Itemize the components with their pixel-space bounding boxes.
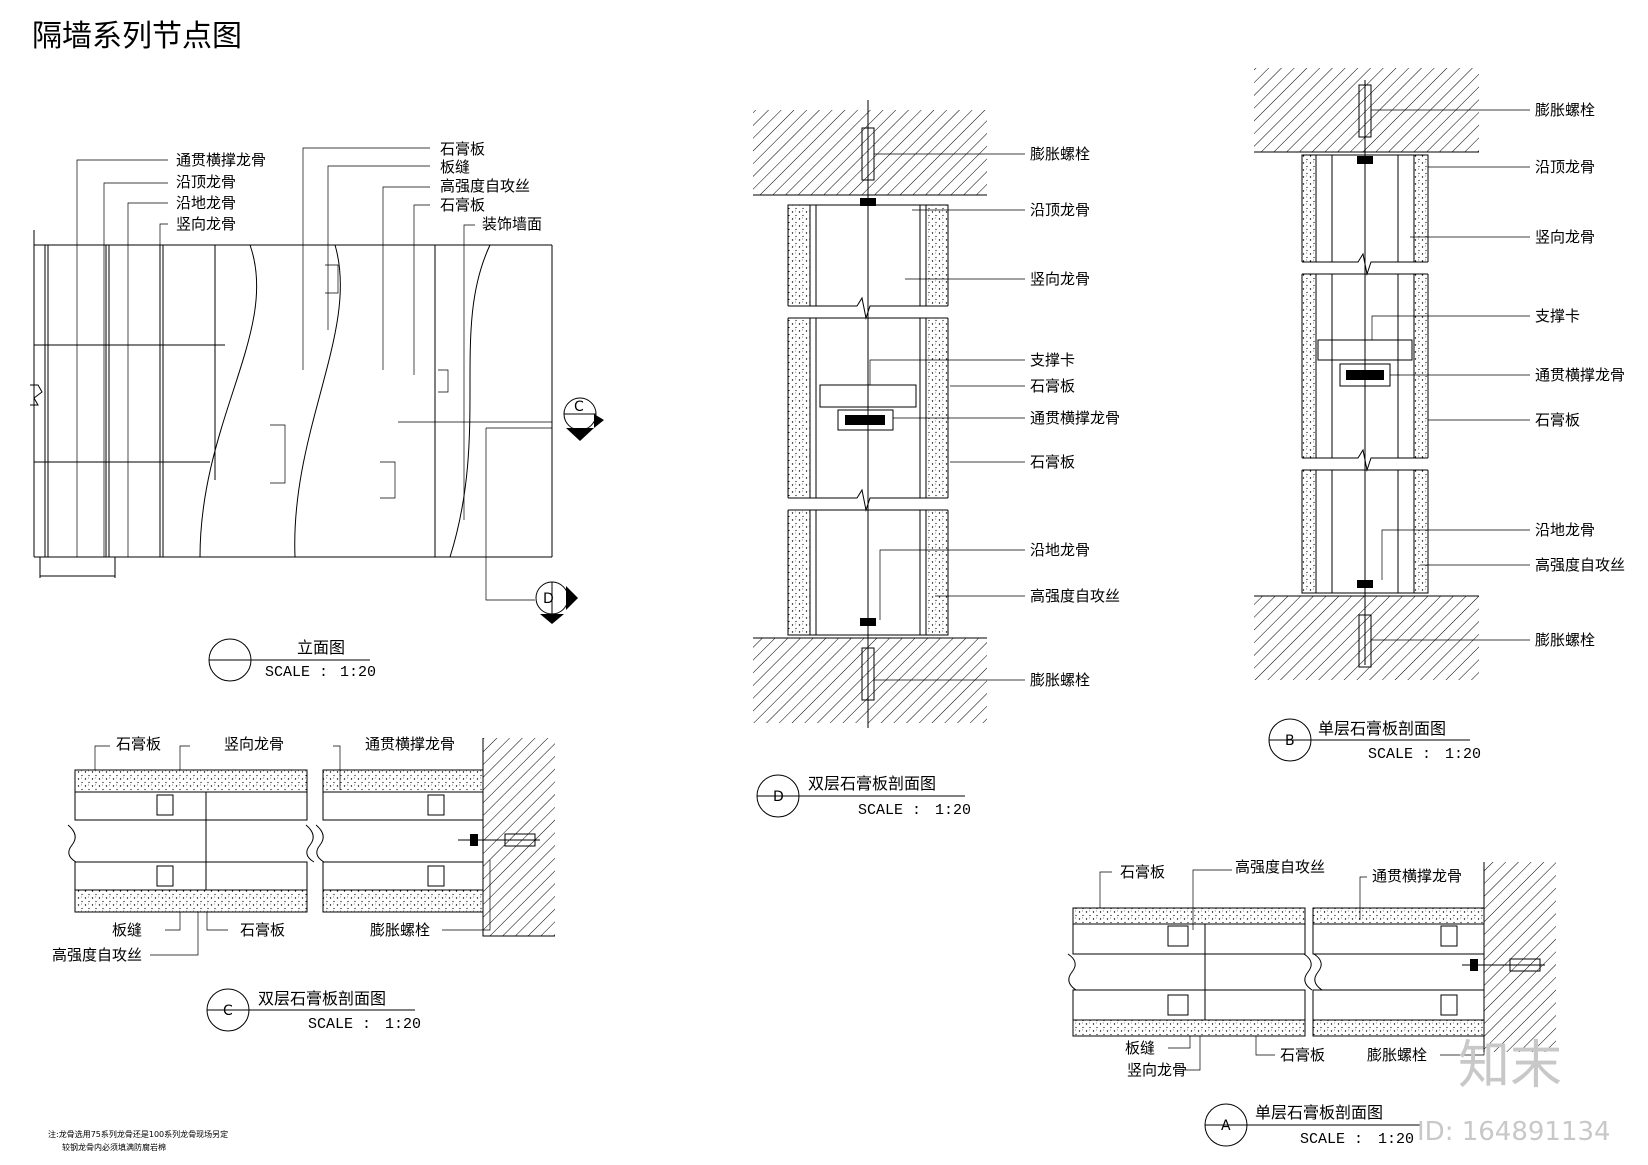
d-label-anchor-bottom: 膨胀螺栓 xyxy=(1030,671,1090,689)
svg-text:B: B xyxy=(1285,733,1295,749)
a-label-anchor: 膨胀螺栓 xyxy=(1367,1046,1427,1064)
elev-label-top-track: 沿顶龙骨 xyxy=(176,173,236,191)
b-label-anchor-bottom: 膨胀螺栓 xyxy=(1535,631,1595,649)
d-label-stud: 竖向龙骨 xyxy=(1030,270,1090,288)
d-label-clip: 支撑卡 xyxy=(1030,351,1075,369)
a-label-screw: 高强度自攻丝 xyxy=(1235,858,1325,876)
section-marker-c[interactable]: C xyxy=(563,397,604,441)
detail-b-caption: B 单层石膏板剖面图 SCALE : 1:20 xyxy=(1268,718,1481,763)
d-label-anchor-top: 膨胀螺栓 xyxy=(1030,145,1090,163)
c-label-gypsum-bottom: 石膏板 xyxy=(240,921,285,939)
svg-text:注:龙骨选用75系列龙骨还是100系列龙骨现场另定: 注:龙骨选用75系列龙骨还是100系列龙骨现场另定 xyxy=(48,1129,228,1139)
elevation-caption: 立面图 SCALE : 1:20 xyxy=(208,638,376,682)
b-label-brace: 通贯横撑龙骨 xyxy=(1535,366,1625,384)
watermark-logo: 知末 xyxy=(1458,1036,1562,1096)
detail-a-caption: A 单层石膏板剖面图 SCALE : 1:20 xyxy=(1204,1103,1420,1148)
svg-text:双层石膏板剖面图: 双层石膏板剖面图 xyxy=(808,774,936,793)
elev-label-gypsum-1: 石膏板 xyxy=(440,140,485,158)
elev-label-seam: 板缝 xyxy=(440,158,470,176)
b-label-floor-track: 沿地龙骨 xyxy=(1535,521,1595,539)
d-label-top-track: 沿顶龙骨 xyxy=(1030,201,1090,219)
detail-b: 膨胀螺栓 沿顶龙骨 竖向龙骨 支撑卡 通贯横撑龙骨 石膏板 沿地龙骨 高强度自攻… xyxy=(1254,68,1625,763)
svg-text:1:20: 1:20 xyxy=(385,1016,421,1033)
watermark: 知末 ID: 164891134 xyxy=(1417,1036,1611,1147)
c-label-gypsum-top: 石膏板 xyxy=(116,735,161,753)
b-label-screw: 高强度自攻丝 xyxy=(1535,556,1625,574)
svg-text:SCALE :: SCALE : xyxy=(265,664,328,681)
svg-text:SCALE :: SCALE : xyxy=(1300,1131,1363,1148)
c-label-stud: 竖向龙骨 xyxy=(224,735,284,753)
b-label-clip: 支撑卡 xyxy=(1535,307,1580,325)
a-label-gypsum-bottom: 石膏板 xyxy=(1280,1046,1325,1064)
d-label-brace: 通贯横撑龙骨 xyxy=(1030,409,1120,427)
a-label-brace: 通贯横撑龙骨 xyxy=(1372,867,1462,885)
elev-label-gypsum-2: 石膏板 xyxy=(440,196,485,214)
elev-label-floor-track: 沿地龙骨 xyxy=(176,194,236,212)
d-label-screw: 高强度自攻丝 xyxy=(1030,587,1120,605)
svg-text:C: C xyxy=(223,1003,233,1019)
section-marker-d[interactable]: D xyxy=(535,581,578,624)
svg-text:较钢龙骨内必须填满防腐岩棉: 较钢龙骨内必须填满防腐岩棉 xyxy=(62,1142,166,1152)
svg-text:1:20: 1:20 xyxy=(1378,1131,1414,1148)
svg-text:1:20: 1:20 xyxy=(340,664,376,681)
b-label-gypsum: 石膏板 xyxy=(1535,411,1580,429)
watermark-id: ID: 164891134 xyxy=(1417,1117,1611,1147)
b-label-anchor-top: 膨胀螺栓 xyxy=(1535,101,1595,119)
d-label-gypsum-1: 石膏板 xyxy=(1030,377,1075,395)
svg-text:1:20: 1:20 xyxy=(1445,746,1481,763)
c-label-brace: 通贯横撑龙骨 xyxy=(365,735,455,753)
b-label-stud: 竖向龙骨 xyxy=(1535,228,1595,246)
detail-d-caption: D 双层石膏板剖面图 SCALE : 1:20 xyxy=(756,774,971,819)
svg-text:SCALE :: SCALE : xyxy=(858,802,921,819)
detail-c-caption: C 双层石膏板剖面图 SCALE : 1:20 xyxy=(206,988,421,1033)
d-label-gypsum-2: 石膏板 xyxy=(1030,453,1075,471)
a-label-gypsum-top: 石膏板 xyxy=(1120,863,1165,881)
svg-text:单层石膏板剖面图: 单层石膏板剖面图 xyxy=(1318,719,1446,738)
c-label-screw: 高强度自攻丝 xyxy=(52,946,142,964)
d-label-floor-track: 沿地龙骨 xyxy=(1030,541,1090,559)
svg-text:SCALE :: SCALE : xyxy=(1368,746,1431,763)
svg-text:D: D xyxy=(543,591,554,607)
b-label-top-track: 沿顶龙骨 xyxy=(1535,158,1595,176)
drawing-title: 隔墙系列节点图 xyxy=(32,19,242,54)
svg-text:SCALE :: SCALE : xyxy=(308,1016,371,1033)
svg-text:A: A xyxy=(1221,1118,1231,1134)
svg-text:1:20: 1:20 xyxy=(935,802,971,819)
detail-a: 石膏板 高强度自攻丝 通贯横撑龙骨 板缝 竖向龙骨 石膏板 膨胀螺栓 A 单层石… xyxy=(1067,858,1556,1148)
elev-label-stud: 竖向龙骨 xyxy=(176,215,236,233)
elev-label-screw: 高强度自攻丝 xyxy=(440,177,530,195)
detail-d: 膨胀螺栓 沿顶龙骨 竖向龙骨 支撑卡 石膏板 通贯横撑龙骨 石膏板 沿地龙骨 高… xyxy=(753,100,1120,819)
a-label-stud: 竖向龙骨 xyxy=(1127,1061,1187,1079)
svg-text:立面图: 立面图 xyxy=(297,638,345,657)
svg-text:C: C xyxy=(574,399,584,415)
svg-text:D: D xyxy=(773,789,784,805)
c-label-anchor: 膨胀螺栓 xyxy=(370,921,430,939)
svg-text:双层石膏板剖面图: 双层石膏板剖面图 xyxy=(258,989,386,1008)
general-note: 注:龙骨选用75系列龙骨还是100系列龙骨现场另定 较钢龙骨内必须填满防腐岩棉 xyxy=(48,1129,228,1152)
a-label-seam: 板缝 xyxy=(1125,1039,1155,1057)
detail-c: 石膏板 竖向龙骨 通贯横撑龙骨 板缝 石膏板 高强度自攻丝 膨胀螺栓 C 双层石… xyxy=(52,735,555,1033)
elevation-view: 通贯横撑龙骨 沿顶龙骨 沿地龙骨 竖向龙骨 石膏板 板缝 高强度自攻丝 石膏板 … xyxy=(30,140,604,682)
elev-label-brace: 通贯横撑龙骨 xyxy=(176,151,266,169)
c-label-seam: 板缝 xyxy=(112,921,142,939)
svg-text:单层石膏板剖面图: 单层石膏板剖面图 xyxy=(1255,1103,1383,1122)
elev-label-finish: 装饰墙面 xyxy=(482,215,542,233)
